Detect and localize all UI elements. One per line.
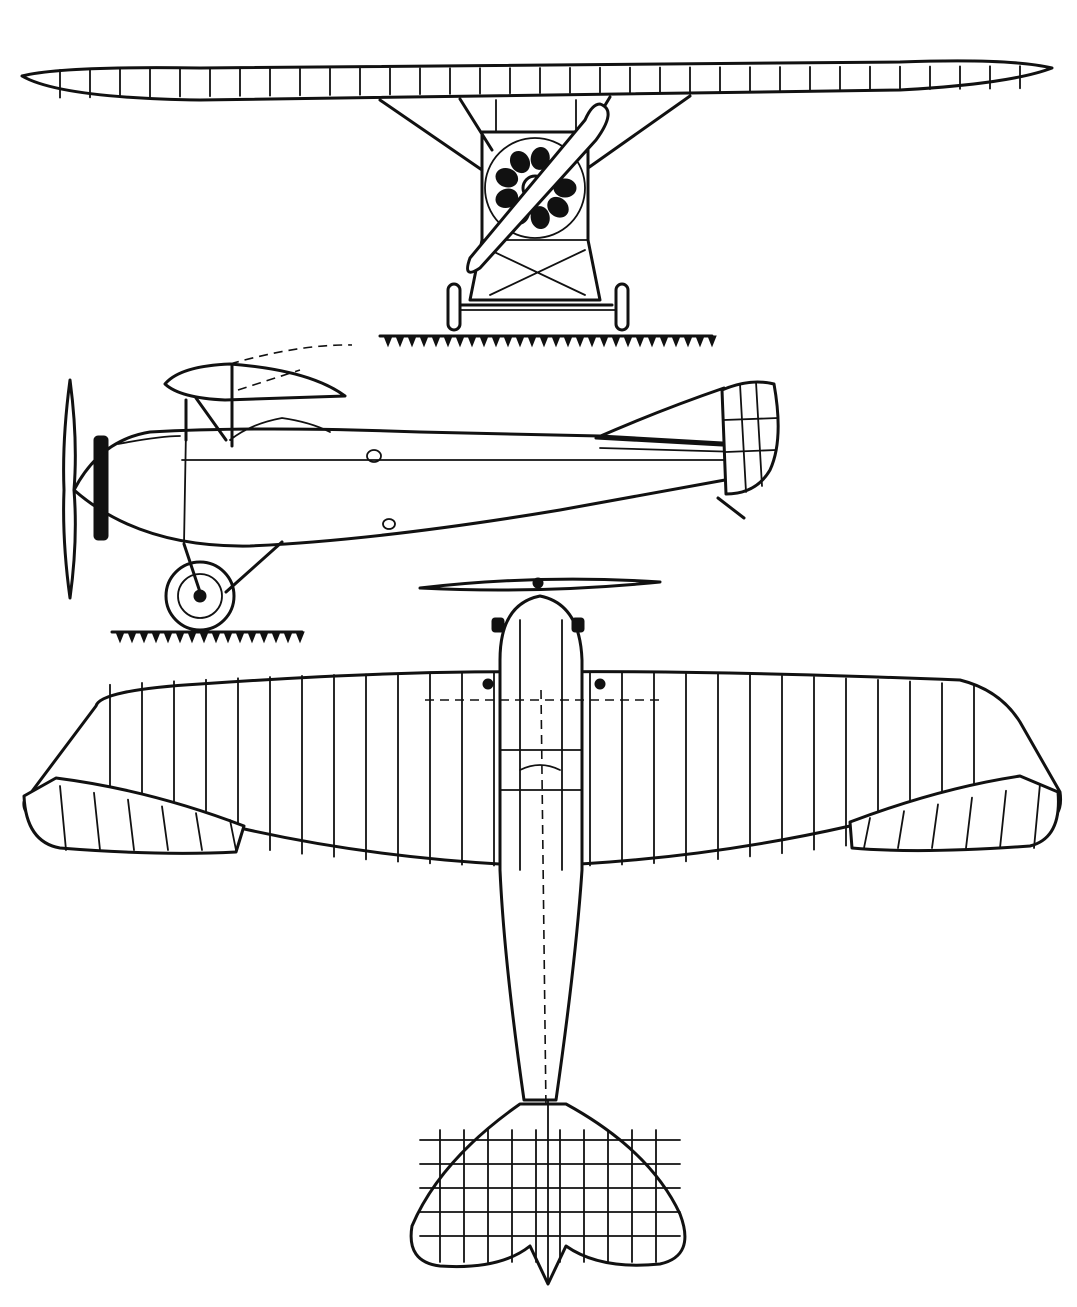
front-view-undercarriage [446,282,630,332]
plan-view [22,577,1063,1286]
side-view-undercarriage [164,540,284,632]
side-view-engine-plate [93,435,109,541]
front-view-ground [378,334,717,348]
front-view-wing [20,59,1054,102]
side-view-rudder [720,380,780,496]
front-view [20,59,1054,348]
plan-view-wing-ribs [109,671,975,867]
side-view-wing [163,362,347,402]
side-view-ground [110,630,305,644]
side-view-cabane-struts [184,364,234,448]
right-aileron [848,774,1060,853]
plan-view-tailplane [409,1102,687,1286]
front-view-wing-ribs [59,65,1021,99]
side-view [62,344,780,644]
plan-view-wing [22,670,1063,868]
plan-view-fuselage [498,594,584,1102]
front-view-propeller [466,102,610,274]
plan-view-tail-grid [419,1129,681,1263]
left-aileron [22,776,246,855]
side-view-propeller [62,378,77,600]
side-view-fuselage [72,427,742,548]
